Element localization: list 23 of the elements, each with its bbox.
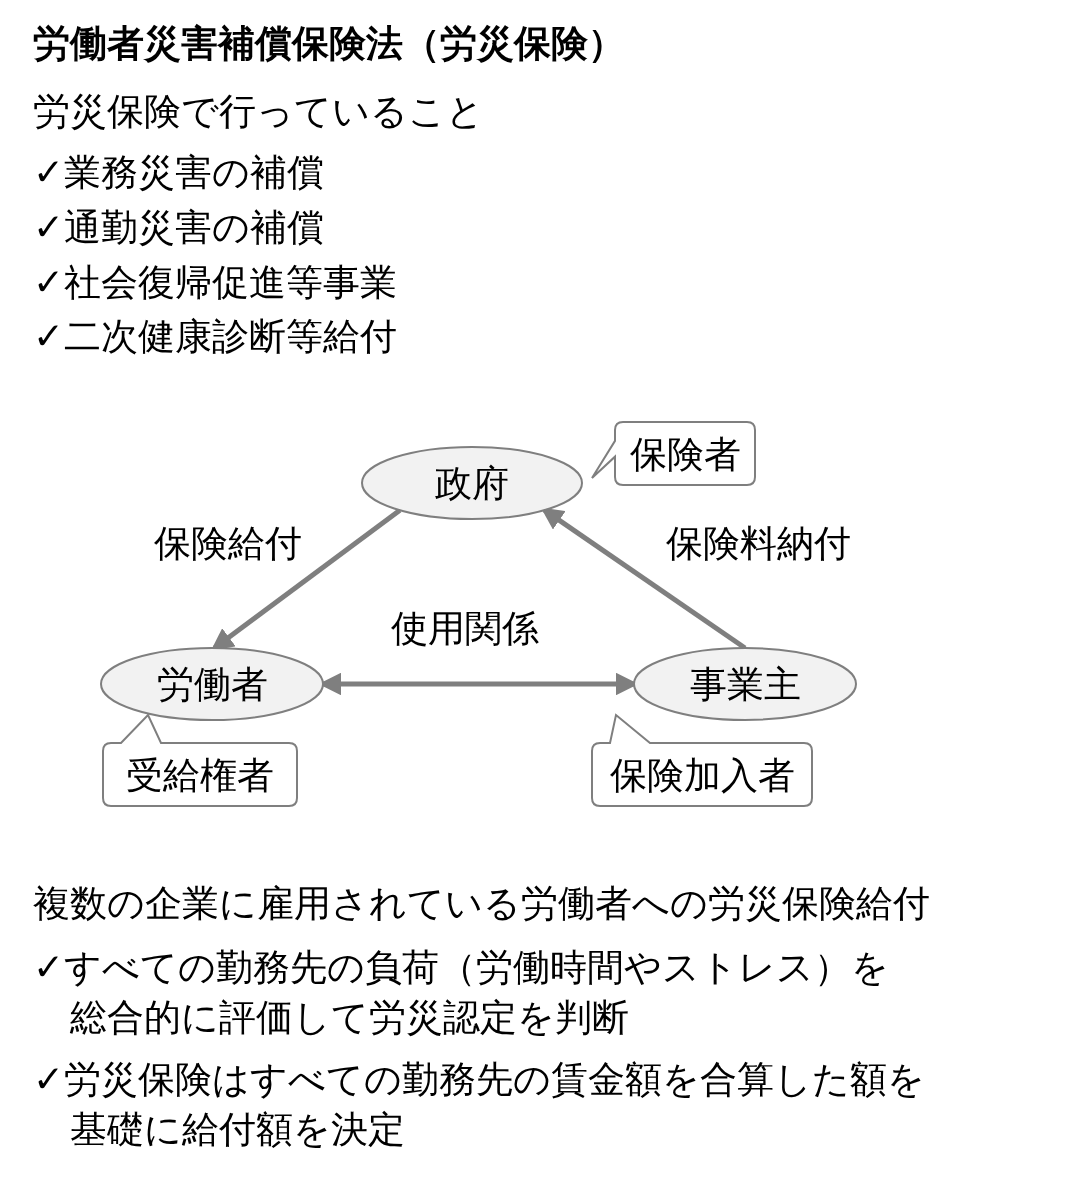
node-label: 政府 — [435, 464, 509, 502]
heading-text: 複数の企業に雇用されている労働者への労災保険給付 — [33, 882, 930, 927]
heading-text: 労災保険で行っていること — [33, 90, 484, 135]
title: 労働者災害補償保険法（労災保険） — [33, 22, 625, 67]
bullet-text: ✓すべての勤務先の負荷（労働時間やストレス）を総合的に評価して労災認定を判断 — [33, 945, 890, 1041]
text-line: ✓社会復帰促進等事業 — [33, 261, 397, 306]
speech-bubble — [101, 712, 300, 808]
ellipse-node — [632, 646, 858, 722]
ellipse-node — [99, 646, 325, 722]
bullet-text: ✓労災保険はすべての勤務先の賃金額を合算した額を基礎に給付額を決定 — [33, 1057, 926, 1153]
text-line: ✓業務災害の補償 — [33, 151, 324, 196]
node-label: 労働者 — [156, 665, 268, 703]
edge-label: 使用関係 — [389, 607, 541, 649]
edge-label: 保険料納付 — [663, 522, 853, 564]
node-label: 事業主 — [689, 665, 801, 703]
text-line: ✓二次健康診断等給付 — [33, 315, 397, 360]
text-line: ✓通勤災害の補償 — [33, 206, 324, 251]
node-label: 保険者 — [629, 435, 741, 472]
node-label: 保険加入者 — [609, 756, 795, 793]
node-label: 受給権者 — [126, 756, 274, 793]
speech-bubble — [590, 712, 814, 808]
speech-bubble — [588, 420, 758, 488]
ellipse-node — [360, 445, 584, 521]
